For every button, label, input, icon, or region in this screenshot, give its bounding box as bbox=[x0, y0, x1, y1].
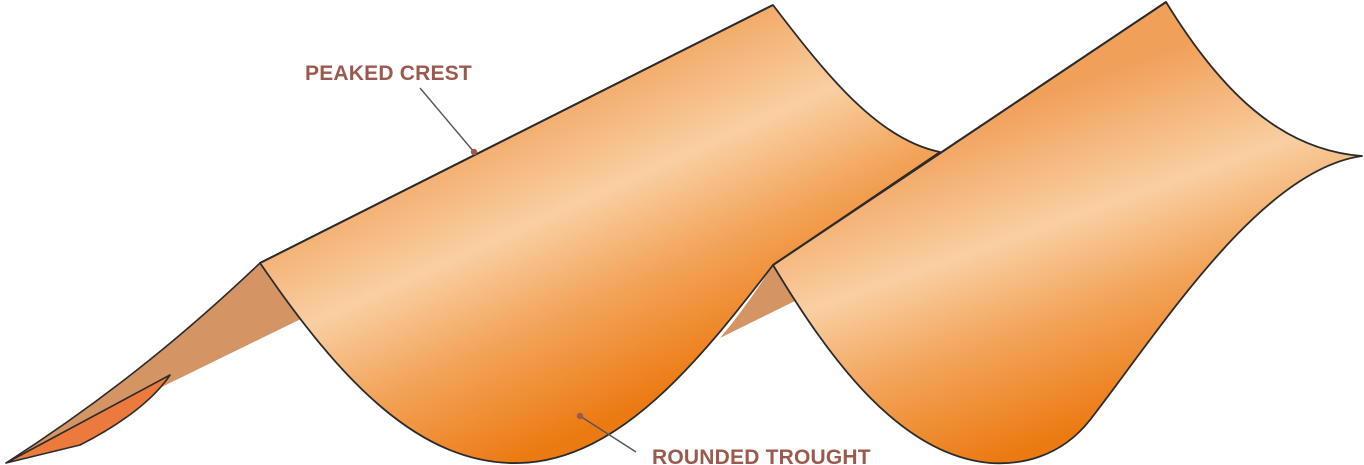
rounded-trough-label: ROUNDED TROUGHT bbox=[652, 446, 871, 465]
left-side-outline bbox=[5, 262, 261, 464]
peaked-crest-leader-line bbox=[419, 87, 475, 153]
back-wave-surface bbox=[772, 1, 1363, 465]
left-edge-strip bbox=[5, 374, 171, 464]
middle-side-face bbox=[720, 265, 797, 338]
rounded-trough-leader-dot bbox=[576, 412, 584, 420]
front-wave-surface bbox=[259, 4, 941, 464]
second-crest-line bbox=[772, 1, 1167, 266]
peaked-crest-leader-dot bbox=[470, 148, 478, 156]
peaked-crest-label: PEAKED CREST bbox=[305, 62, 472, 85]
first-crest-line bbox=[259, 4, 774, 264]
rounded-trough-leader-line bbox=[579, 415, 637, 453]
